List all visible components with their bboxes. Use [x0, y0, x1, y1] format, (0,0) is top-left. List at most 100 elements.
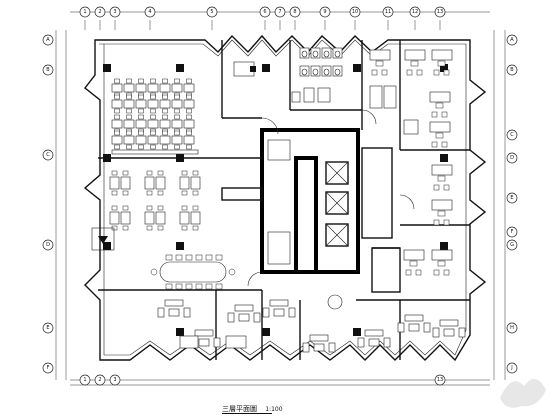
chair	[186, 130, 192, 136]
office-desk	[431, 249, 453, 261]
grid-label: J	[510, 365, 512, 371]
building-core	[221, 128, 393, 274]
building-outline-inner	[99, 39, 467, 356]
sofa	[164, 299, 184, 307]
chair	[126, 94, 132, 100]
chair	[157, 170, 164, 176]
desk	[155, 176, 166, 190]
grid-label: 4	[148, 9, 151, 15]
cabinet	[111, 149, 199, 155]
chair	[192, 170, 199, 176]
guest-chair	[441, 141, 448, 148]
armchair	[253, 312, 261, 323]
grid-label: 3	[113, 377, 116, 383]
grid-label: C	[510, 132, 514, 138]
grid-label: F	[511, 229, 514, 235]
chair	[138, 108, 144, 114]
chair	[138, 144, 144, 150]
armchair	[328, 342, 336, 353]
armchair	[357, 337, 365, 348]
chair	[165, 254, 173, 261]
chair	[114, 114, 120, 120]
title-underline	[222, 413, 272, 414]
toilet-fixture	[312, 68, 319, 76]
toilet-stall	[321, 65, 332, 77]
armchair	[432, 327, 440, 338]
drawing-title: 三層平面圖	[222, 405, 257, 413]
grid-label: G	[510, 242, 514, 248]
sofa	[194, 329, 214, 337]
grid-label: 13	[437, 9, 443, 15]
chair	[114, 130, 120, 136]
chair	[114, 108, 120, 114]
chair	[181, 170, 188, 176]
toilet-fixture	[334, 50, 341, 58]
chair	[114, 144, 120, 150]
chair	[150, 94, 156, 100]
bottom-rooms-furniture	[157, 294, 466, 353]
grid-label: B	[46, 67, 50, 73]
chair	[435, 102, 444, 109]
grid-label: F	[47, 365, 50, 371]
grid-label: E	[510, 195, 513, 201]
chair	[146, 170, 153, 176]
grid-label: B	[510, 67, 514, 73]
watermark-logo	[500, 378, 546, 408]
workstation-cluster-2	[111, 114, 199, 155]
chair	[146, 225, 153, 231]
chair	[435, 132, 444, 139]
chair	[185, 254, 193, 261]
grid-bubbles-left: A B C D E F	[42, 34, 54, 374]
desk	[144, 211, 155, 225]
toilet-stall	[332, 65, 343, 77]
office-desk	[431, 164, 453, 176]
toilet-stall	[310, 65, 321, 77]
toilet-stall	[332, 47, 343, 59]
chair	[186, 144, 192, 150]
guest-chair	[406, 69, 413, 76]
guest-chair	[443, 184, 450, 191]
desk	[183, 119, 195, 129]
grid-label: 13	[437, 377, 443, 383]
guest-chair	[433, 184, 440, 191]
grid-label: 2	[98, 377, 101, 383]
guest-chair	[431, 141, 438, 148]
chair	[437, 260, 446, 267]
armchair	[302, 342, 310, 353]
armchair	[288, 307, 296, 318]
desk	[190, 211, 201, 225]
desk	[147, 119, 159, 129]
chair	[150, 114, 156, 120]
coffee-table	[238, 313, 250, 322]
toilet-fixture	[323, 68, 330, 76]
chair	[126, 114, 132, 120]
toilet-stall	[321, 47, 332, 59]
grid-bubbles-bottom: 1 2 3 13	[79, 374, 446, 386]
chair	[122, 225, 129, 231]
office-desk	[429, 121, 451, 133]
chair	[437, 175, 446, 182]
chair	[150, 130, 156, 136]
office-desk	[369, 49, 391, 61]
guest-chair	[381, 69, 388, 76]
office-desk	[429, 91, 451, 103]
guest-chair	[405, 269, 412, 276]
desk	[171, 83, 183, 93]
grid-label: 12	[412, 9, 418, 15]
desk	[111, 99, 123, 109]
sofa	[309, 334, 329, 342]
chair	[138, 130, 144, 136]
office-desk	[404, 49, 426, 61]
coffee-table	[168, 308, 180, 317]
guest-chair	[433, 219, 440, 226]
desk	[171, 135, 183, 145]
chair	[174, 114, 180, 120]
desk	[123, 119, 135, 129]
grid-label: A	[46, 37, 50, 43]
grid-label: A	[510, 37, 514, 43]
grid-label: 11	[385, 9, 391, 15]
desk	[123, 83, 135, 93]
coffee-table	[408, 323, 420, 332]
desk	[111, 135, 123, 145]
